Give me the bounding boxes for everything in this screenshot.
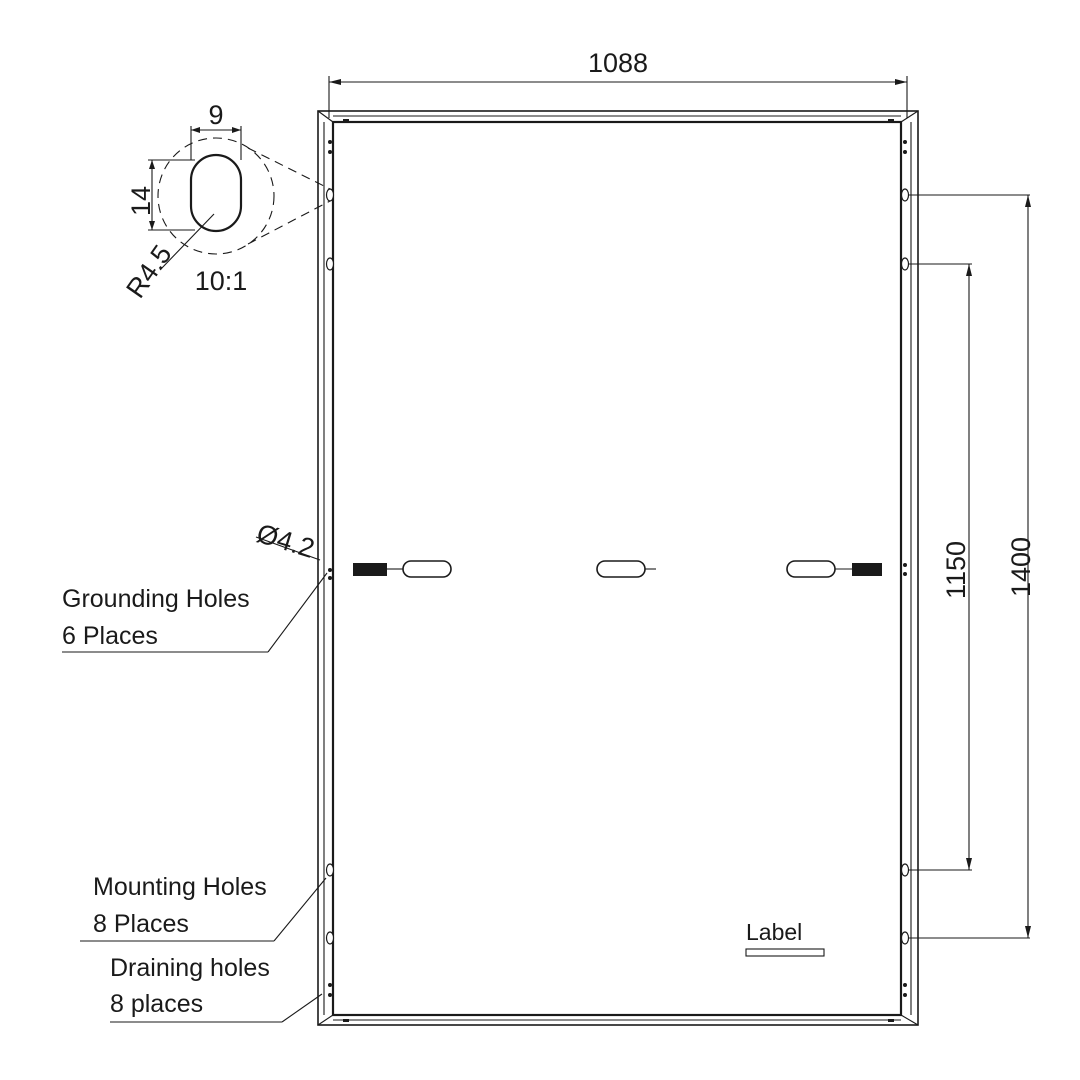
draining-holes [328, 119, 907, 1022]
module-frame [317, 110, 919, 1026]
slot-height-value: 14 [126, 186, 156, 216]
draining-callout-line2: 8 places [110, 990, 203, 1018]
mounting-callout: Mounting Holes 8 Places [80, 873, 327, 942]
grounding-callout-line1: Grounding Holes [62, 585, 250, 613]
slot-radius-value: R4.5 [120, 240, 177, 304]
height-dimension-inner: 1150 [909, 263, 972, 871]
detail-scale: 10:1 [195, 266, 248, 296]
grounding-callout: Grounding Holes 6 Places [62, 572, 328, 653]
slot-width-value: 9 [208, 100, 223, 130]
mounting-callout-line1: Mounting Holes [93, 873, 267, 901]
connector-right [835, 563, 882, 576]
width-value: 1088 [588, 48, 648, 78]
width-dimension: 1088 [328, 48, 908, 118]
draining-callout-line1: Draining holes [110, 954, 270, 982]
height-dimension-outer: 1400 [909, 194, 1036, 939]
draining-callout: Draining holes 8 places [110, 954, 323, 1023]
height-outer-value: 1400 [1006, 537, 1036, 597]
hole-diameter-callout: Ø4.2 [253, 518, 321, 564]
slot-detail-view: 9 14 R4.5 10:1 [120, 100, 331, 304]
junction-boxes [402, 560, 836, 578]
grounding-callout-line2: 6 Places [62, 622, 158, 650]
hole-diameter-value: Ø4.2 [253, 518, 318, 564]
label-marker: Label [745, 919, 825, 957]
mounting-holes [325, 188, 910, 945]
connector-left [353, 563, 403, 576]
label-text: Label [746, 919, 802, 945]
mounting-callout-line2: 8 Places [93, 910, 189, 938]
height-inner-value: 1150 [941, 541, 971, 599]
grounding-holes [328, 563, 907, 580]
